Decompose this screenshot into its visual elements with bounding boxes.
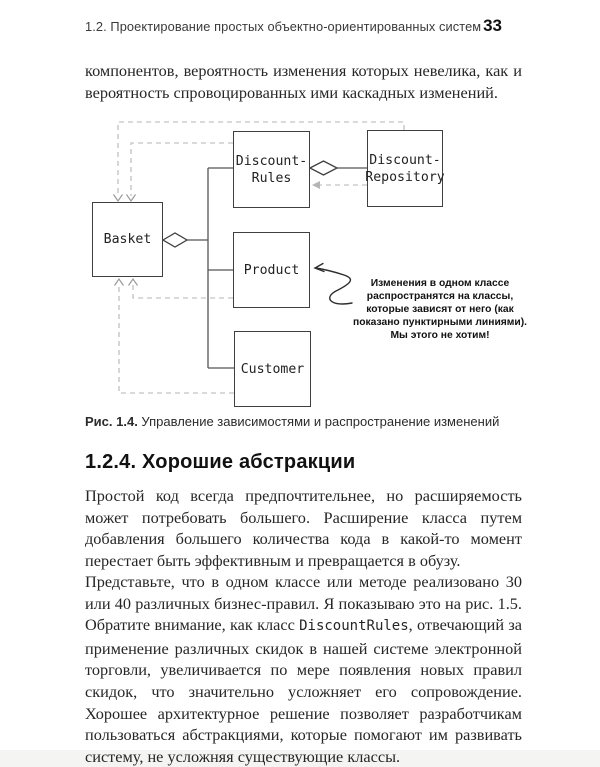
- class-label-line2: Rules: [251, 170, 292, 186]
- annotation-arrow-curve: [315, 267, 353, 305]
- dashed-edges: [117, 121, 405, 394]
- class-label: Basket: [103, 232, 152, 247]
- annotation-arrowhead-icon: [313, 262, 325, 273]
- class-label-line1: Discount-: [369, 152, 441, 168]
- rules-to-basket-dashed: [130, 142, 233, 196]
- body-paragraph-1: Простой код всегда предпочтительнее, но …: [85, 486, 522, 570]
- annotation-line: показано пунктирными линиями).: [352, 317, 528, 328]
- arrowhead-up-icon: [128, 277, 138, 286]
- figure-1-4-diagram: Basket Discount- Rules Discount- Reposit…: [0, 110, 600, 415]
- dashed-arrowheads: [113, 194, 138, 286]
- customer-to-basket-dashed: [118, 284, 234, 394]
- diagram-connectors: [113, 121, 405, 394]
- annotation-line: которые зависят от него (как: [366, 304, 514, 315]
- running-head-title: 1.2. Проектирование простых объектно-ори…: [85, 19, 482, 34]
- solid-edges: [187, 167, 367, 369]
- figure-caption: Рис. 1.4. Управление зависимостями и рас…: [85, 414, 535, 429]
- inline-code-discountrules: DiscountRules: [299, 618, 409, 635]
- aggregation-diamonds: [161, 160, 339, 248]
- body-paragraph-2: Представьте, что в одном классе или мето…: [85, 571, 522, 767]
- intro-paragraph: компонентов, вероятность изменения котор…: [85, 61, 522, 102]
- paragraph-text: , отвечающий за применение различных ски…: [85, 615, 522, 766]
- diagram-annotation: Изменения в одном классе распространятся…: [350, 277, 530, 342]
- class-box-discount-rules: Discount- Rules: [233, 131, 310, 208]
- arrowhead-up-icon: [114, 277, 124, 286]
- repository-to-basket-dashed: [117, 121, 405, 196]
- annotation-arrow: [313, 262, 353, 305]
- discount-rules-diamond-icon: [308, 160, 339, 176]
- page-number: 33: [483, 16, 502, 35]
- annotation-line: распространятся на классы,: [366, 291, 514, 302]
- running-head: 1.2. Проектирование простых объектно-ори…: [85, 16, 502, 36]
- class-box-basket: Basket: [92, 202, 163, 277]
- class-label: Product: [243, 262, 300, 278]
- arrowhead-left-icon: [312, 181, 320, 189]
- class-box-product: Product: [233, 232, 310, 308]
- annotation-line: Изменения в одном классе: [370, 278, 510, 289]
- class-box-discount-repository: Discount- Repository: [365, 130, 445, 207]
- basket-diamond-icon: [161, 232, 189, 248]
- figure-caption-text: Управление зависимостями и распространен…: [137, 414, 500, 429]
- annotation-line: Мы этого не хотим!: [390, 330, 490, 341]
- paragraph-text: Представьте, что в одном классе или мето…: [85, 572, 522, 635]
- class-box-customer: Customer: [234, 331, 311, 407]
- arrowhead-down-icon: [113, 194, 123, 203]
- class-label-line1: Discount-: [235, 153, 308, 169]
- figure-caption-label: Рис. 1.4.: [85, 414, 138, 429]
- section-heading: 1.2.4. Хорошие абстракции: [85, 451, 356, 473]
- arrowhead-down-icon: [126, 194, 136, 203]
- class-label: Customer: [240, 361, 305, 377]
- product-to-basket-dashed: [132, 284, 233, 299]
- class-label-line2: Repository: [365, 169, 445, 185]
